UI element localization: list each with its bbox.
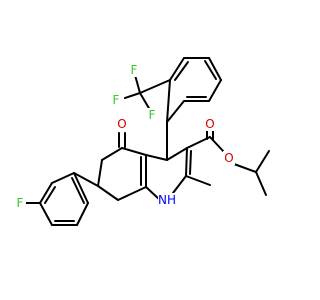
bond (208, 57, 222, 81)
cf3-fluorine-2-label: F (110, 93, 122, 107)
bond (51, 172, 75, 184)
bond (76, 202, 89, 226)
bond (233, 163, 257, 173)
bond (166, 147, 188, 161)
bond (169, 57, 185, 81)
bond (139, 92, 151, 111)
ester-oxygen-label: O (223, 151, 235, 165)
cf3-fluorine-1-text: F (131, 63, 138, 77)
bond (189, 150, 192, 175)
bond (121, 147, 147, 156)
bond (166, 100, 185, 123)
bond (255, 150, 270, 173)
ester-carbonyl-oxygen-label: O (204, 117, 216, 131)
bond (204, 60, 217, 80)
aryl-fluorine-text: F (17, 196, 24, 210)
bond (172, 175, 187, 194)
ketone-oxygen-label: O (116, 117, 128, 131)
bonds (24, 57, 270, 226)
bond (185, 147, 188, 177)
bond (255, 171, 267, 196)
bond (117, 186, 147, 201)
cf3-fluorine-1-label: F (128, 63, 140, 77)
cf3-fluorine-3-text: F (149, 108, 156, 122)
bond (97, 159, 103, 187)
bond (208, 79, 222, 102)
bond (209, 136, 225, 153)
aryl-fluorine-label: F (14, 196, 26, 210)
ketone-oxygen-text: O (117, 117, 126, 131)
bond (39, 202, 53, 226)
nh-text: NH (158, 193, 176, 207)
cf3-fluorine-2-text: F (113, 93, 120, 107)
bond (145, 186, 161, 201)
bond (124, 92, 141, 99)
bond (97, 185, 119, 201)
bond (166, 79, 171, 123)
ester-carbonyl-oxygen-text: O (205, 117, 214, 131)
bond (71, 177, 85, 204)
bond (134, 74, 141, 94)
bond (185, 175, 211, 186)
atom-labels: O O O F F F F NH (14, 63, 235, 210)
nh-label: NH (158, 193, 178, 207)
cf3-fluorine-3-label: F (146, 108, 158, 122)
structure-diagram: O O O F F F F NH (14, 57, 270, 226)
bond (39, 182, 53, 204)
molecule-canvas: O O O F F F F NH (14, 57, 270, 226)
bond (139, 79, 171, 94)
ester-oxygen-text: O (224, 151, 233, 165)
bond (44, 186, 56, 204)
bond (101, 147, 123, 161)
bond (174, 61, 189, 81)
bond (145, 154, 168, 161)
bond (73, 172, 99, 187)
bond (73, 172, 89, 204)
